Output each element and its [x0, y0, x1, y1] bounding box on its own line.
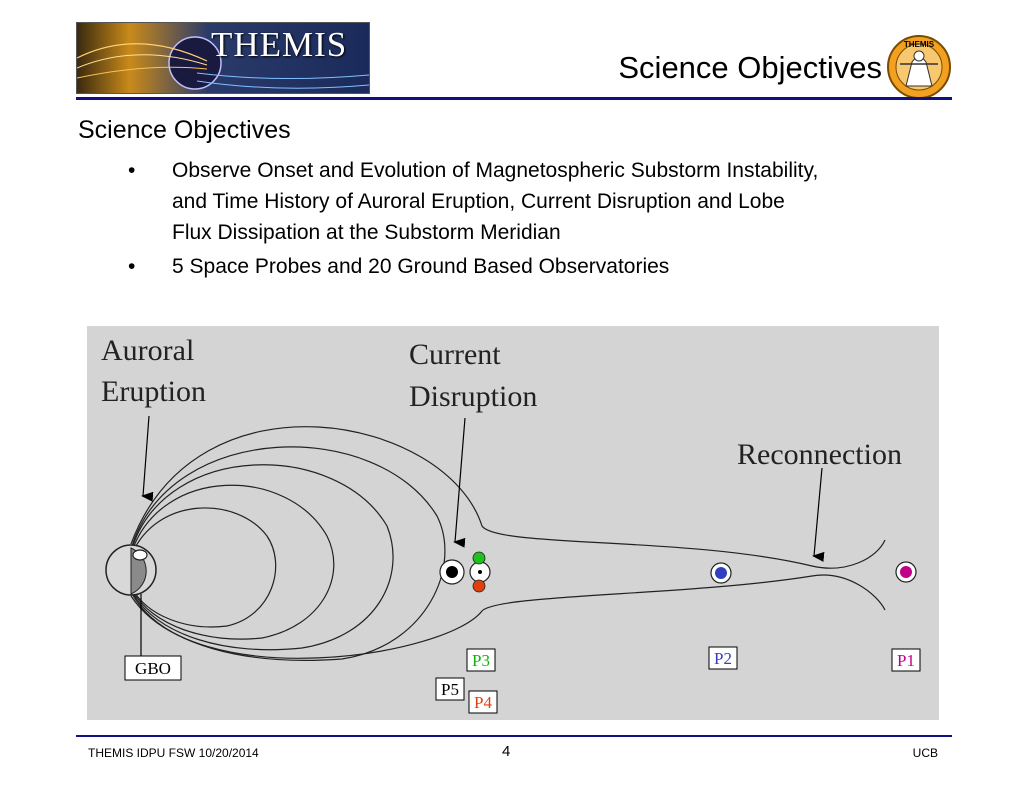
bullet-line: Observe Onset and Evolution of Magnetosp…: [172, 159, 819, 182]
p2-probe: [715, 567, 727, 579]
logo-text: THEMIS: [904, 40, 935, 49]
auroral-arrow: [141, 415, 154, 502]
footer-right: UCB: [912, 746, 938, 760]
banner-field-line: [77, 66, 208, 79]
reconnection-label: Reconnection: [737, 438, 902, 471]
field-line: [131, 507, 277, 628]
themis-logo: THEMIS: [887, 35, 951, 99]
bullet-line: 5 Space Probes and 20 Ground Based Obser…: [172, 255, 670, 278]
p3-label: P3: [472, 651, 490, 670]
p1-box: [891, 648, 921, 672]
banner-title: THEMIS: [211, 25, 348, 64]
field-lines: [130, 426, 886, 661]
bullet-line: and Time History of Auroral Eruption, Cu…: [172, 190, 785, 213]
p3-probe: [472, 551, 486, 565]
current-arrow: [453, 417, 466, 548]
diagram-svg: Auroral Eruption Current Disruption Reco…: [101, 334, 921, 714]
gbo-box: [124, 655, 182, 681]
themis-banner: THEMIS: [76, 22, 370, 94]
p4-probe: [472, 579, 486, 593]
p3-box: [466, 648, 496, 672]
field-line: [131, 484, 335, 640]
p1-label: P1: [897, 651, 915, 670]
page-number: 4: [502, 743, 511, 760]
banner-art: [77, 36, 369, 90]
bullet-marker: •: [128, 255, 136, 278]
p5-probe: [446, 566, 458, 578]
probe-center-dot: [478, 570, 482, 574]
banner-field-line: [77, 54, 208, 69]
p2-label: P2: [714, 649, 732, 668]
tail-field-line: [130, 426, 886, 569]
tail-field-line: [130, 574, 886, 659]
auroral-label: Auroral: [101, 334, 194, 367]
header-rule: [76, 97, 952, 100]
banner-earth: [168, 36, 222, 90]
footer-left: THEMIS IDPU FSW 10/20/2014: [88, 746, 259, 760]
banner-field-line: [77, 43, 208, 62]
p2-box: [708, 646, 738, 670]
current-label: Current: [409, 338, 501, 371]
page-title: Science Objectives: [618, 50, 882, 85]
section-title: Science Objectives: [78, 116, 291, 144]
p5-label: P5: [441, 680, 459, 699]
reconnection-arrow: [812, 467, 825, 562]
p4-label: P4: [474, 693, 492, 712]
gbo-label: GBO: [135, 659, 171, 678]
bullet-line: Flux Dissipation at the Substorm Meridia…: [172, 221, 561, 244]
banner-field-line: [196, 80, 369, 89]
banner-field-line: [196, 72, 369, 80]
disruption-label: Disruption: [409, 380, 537, 413]
p4-box: [468, 690, 498, 714]
p1-probe: [900, 566, 912, 578]
p5-box: [435, 677, 465, 701]
magnetosphere-diagram: Auroral Eruption Current Disruption Reco…: [87, 326, 939, 720]
bullet-marker: •: [128, 159, 136, 182]
aurora-oval: [132, 549, 148, 561]
eruption-label: Eruption: [101, 375, 206, 408]
field-line: [131, 464, 394, 651]
footer-rule: [76, 735, 952, 737]
